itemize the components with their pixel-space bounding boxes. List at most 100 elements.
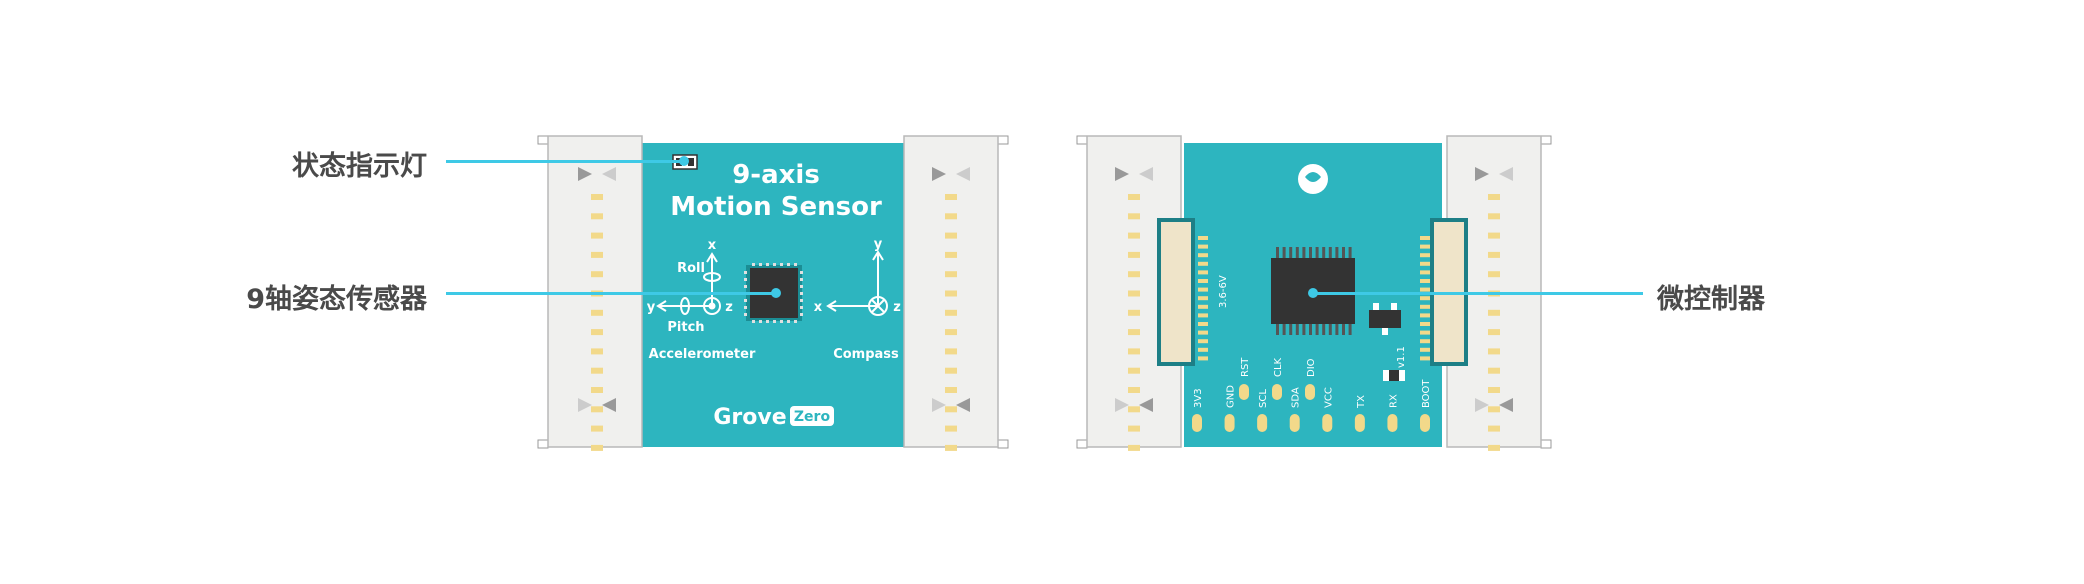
mcu-pin <box>1295 324 1299 335</box>
connector-pad <box>591 194 603 200</box>
small-resistor <box>1383 370 1405 381</box>
pin-pad <box>1289 414 1300 432</box>
front-title-line2: Motion Sensor <box>670 192 882 222</box>
mcu-pin <box>1309 247 1312 258</box>
connector-pad <box>1488 348 1500 355</box>
mcu-callout <box>1313 292 1643 295</box>
brand-badge <box>790 406 834 426</box>
header-pin <box>1198 253 1208 258</box>
header-pin <box>1198 330 1208 335</box>
connector-pad <box>1128 232 1140 239</box>
connector-pad <box>591 406 603 413</box>
pin-label-tx: TX <box>1356 395 1367 409</box>
connector-pad <box>1128 309 1140 316</box>
chip-pin <box>780 263 783 266</box>
chip-pin <box>800 313 803 316</box>
header-pin <box>1420 313 1430 318</box>
connector-pad <box>1488 213 1500 220</box>
connector-pad <box>1128 213 1140 220</box>
header-pin <box>1198 236 1208 240</box>
mcu-pin <box>1282 247 1286 258</box>
header-pin <box>1198 322 1208 326</box>
connector-pad <box>1128 290 1140 297</box>
mcu-pin <box>1289 324 1293 335</box>
connector-pad <box>945 444 957 451</box>
header-pin <box>1198 261 1208 266</box>
header-pin <box>1420 236 1430 240</box>
axis-y-right: y <box>874 237 883 252</box>
front-right-connector <box>903 135 1009 451</box>
header-pin <box>1198 279 1208 283</box>
status-led-callout-dot <box>679 156 689 166</box>
connector-pad <box>945 290 957 297</box>
chip-pin <box>744 278 747 281</box>
chip-pin <box>766 263 769 266</box>
connector-pad <box>591 425 603 432</box>
brand-badge-text: Zero <box>794 409 831 425</box>
pin-label-3v3: 3V3 <box>1193 388 1204 408</box>
mcu-pin <box>1276 247 1279 258</box>
header-pin <box>1198 296 1208 301</box>
mcu-pin <box>1335 247 1339 258</box>
pin-pad <box>1239 384 1249 400</box>
header-pin <box>1420 261 1430 266</box>
pin-label-vcc: VCC <box>1323 387 1334 408</box>
connector-pad <box>1128 194 1140 200</box>
pin-label-sda: SDA <box>1291 387 1302 408</box>
connector-pad <box>591 213 603 220</box>
voltage-label: 3.6-6V <box>1218 275 1229 308</box>
axis-x-left: x <box>708 238 717 253</box>
connector-pad <box>1128 387 1140 393</box>
connector-pad <box>591 329 603 336</box>
mcu-pin <box>1309 324 1312 335</box>
pin-label-rst: RST <box>1240 357 1251 377</box>
header-pin <box>1420 287 1430 292</box>
chip-pin <box>744 271 747 274</box>
mcu-pin <box>1322 324 1326 335</box>
pin-pad <box>1420 414 1430 432</box>
connector-pad <box>945 213 957 220</box>
mcu-pin <box>1342 324 1345 335</box>
voltage-regulator <box>1369 303 1401 335</box>
mcu-pin <box>1295 247 1299 258</box>
header-pin <box>1198 244 1208 249</box>
connector-pad <box>1128 444 1140 451</box>
mcu-pin <box>1282 324 1286 335</box>
mcu-pin <box>1302 324 1306 335</box>
connector-pad <box>591 367 603 374</box>
pin-label-boot: BOOT <box>1421 379 1432 408</box>
connector-pad <box>1128 329 1140 336</box>
pin-label-scl: SCL <box>1258 389 1269 408</box>
connector-pad <box>1488 309 1500 316</box>
pin-pad <box>1305 384 1315 400</box>
connector-pad <box>1488 406 1500 413</box>
sensor-chip <box>744 263 803 323</box>
chip-pin <box>766 320 769 323</box>
mcu-pin <box>1342 247 1345 258</box>
connector-pad <box>945 329 957 336</box>
mcu-pin <box>1276 324 1279 335</box>
connector-pad <box>945 232 957 239</box>
connector-pad <box>945 271 957 278</box>
connector-pad <box>591 387 603 393</box>
mcu-label: 微控制器 <box>1657 284 1765 315</box>
axis-y-left: y <box>647 300 656 315</box>
mcu-pin <box>1335 324 1339 335</box>
chip-pin <box>800 278 803 281</box>
chip-pin <box>744 285 747 288</box>
header-pin <box>1420 330 1430 335</box>
header-pin <box>1198 356 1208 361</box>
connector-pad <box>591 348 603 355</box>
pin-label-dio: DIO <box>1306 358 1317 377</box>
roll-label: Roll <box>677 261 705 276</box>
chip-pin <box>800 285 803 288</box>
connector-pad <box>1128 367 1140 374</box>
header-pin <box>1420 322 1430 326</box>
axis-z-left: z <box>725 300 733 315</box>
chip-pin <box>800 306 803 309</box>
axis-x-right: x <box>814 300 823 315</box>
mcu-pin <box>1315 247 1319 258</box>
connector-pad <box>591 232 603 239</box>
pin-label-gnd: GND <box>1226 385 1237 408</box>
